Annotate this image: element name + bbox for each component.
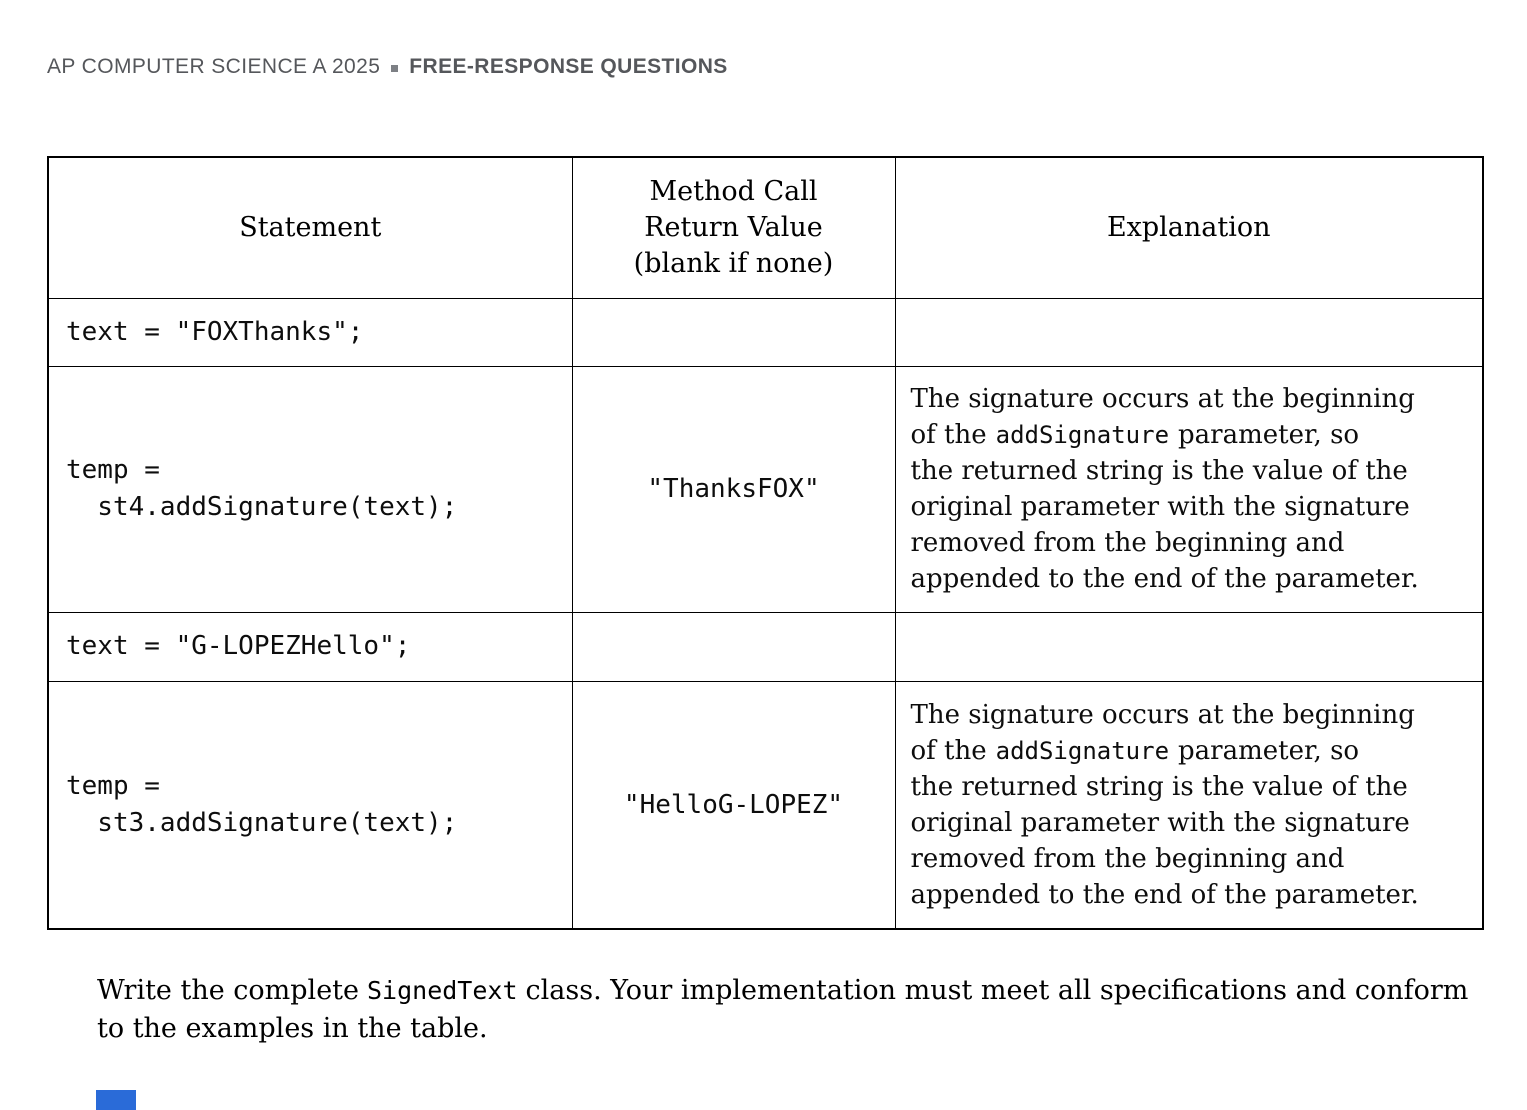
inline-code: addSignature	[995, 736, 1170, 765]
explanation-line: original parameter with the signature	[910, 492, 1410, 522]
explanation-line: the returned string is the value of the	[910, 771, 1408, 802]
column-header-statement-label: Statement	[239, 211, 382, 243]
statement-code: text = "FOXThanks";	[66, 316, 364, 347]
explanation-line: of the addSignature parameter, so	[911, 417, 1471, 453]
return-value-cell	[571, 611, 896, 682]
explanation-line: appended to the end of the parameter.	[910, 879, 1419, 910]
course-title: AP COMPUTER SCIENCE A 2025	[47, 55, 381, 78]
page-header: AP COMPUTER SCIENCE A 2025 FREE-RESPONSE…	[47, 55, 728, 79]
prompt-text: Write the complete	[97, 975, 359, 1006]
statement-cell: text = "G-LOPEZHello";	[47, 611, 573, 682]
explanation-line: removed from the beginning and	[910, 843, 1345, 874]
section-title: FREE-RESPONSE QUESTIONS	[409, 55, 728, 78]
return-value-cell	[571, 297, 896, 367]
column-header-explanation-label: Explanation	[1106, 211, 1271, 243]
explanation-line: The signature occurs at the beginning	[910, 384, 1415, 414]
column-header-return-value-line2: Return Value	[644, 211, 823, 243]
examples-table: Statement Method Call Return Value (blan…	[47, 156, 1484, 930]
table-row: text = "FOXThanks";	[47, 297, 1484, 367]
explanation-line: appended to the end of the parameter.	[910, 564, 1419, 594]
column-header-return-value: Method Call Return Value (blank if none)	[571, 156, 896, 299]
table-row: temp = st3.addSignature(text); "HelloG-L…	[47, 680, 1484, 930]
statement-code-line1: temp =	[66, 455, 160, 485]
statement-code: text = "G-LOPEZHello";	[66, 631, 411, 661]
explanation-line: original parameter with the signature	[910, 807, 1410, 838]
explanation-line: of the addSignature parameter, so	[911, 733, 1471, 769]
column-header-return-value-line3: (blank if none)	[633, 247, 834, 279]
statement-cell: temp = st3.addSignature(text);	[47, 680, 573, 930]
table-row: text = "G-LOPEZHello";	[47, 611, 1484, 682]
square-separator-icon	[391, 64, 399, 72]
explanation-text: of the	[910, 735, 987, 766]
column-header-explanation: Explanation	[894, 156, 1484, 299]
column-header-return-value-line1: Method Call	[649, 175, 818, 207]
explanation-cell	[894, 297, 1484, 367]
return-value-cell: "HelloG-LOPEZ"	[571, 680, 896, 930]
blue-marker	[96, 1090, 136, 1110]
table-row: temp = st4.addSignature(text); "ThanksFO…	[47, 365, 1484, 613]
explanation-line: The signature occurs at the beginning	[910, 699, 1415, 730]
column-header-statement: Statement	[47, 156, 573, 299]
explanation-text: of the	[910, 420, 987, 450]
statement-cell: text = "FOXThanks";	[47, 297, 573, 367]
statement-code-line1: temp =	[66, 770, 160, 801]
table-header-row: Statement Method Call Return Value (blan…	[47, 156, 1484, 299]
statement-code-line2: st3.addSignature(text);	[66, 807, 458, 838]
inline-code: addSignature	[995, 421, 1170, 449]
statement-cell: temp = st4.addSignature(text);	[47, 365, 573, 613]
prompt-text: class. Your implementation must meet all…	[97, 975, 1469, 1044]
explanation-text: parameter, so	[1178, 420, 1360, 450]
explanation-cell	[894, 611, 1484, 682]
return-value-cell: "ThanksFOX"	[571, 365, 896, 613]
inline-code: SignedText	[367, 976, 518, 1005]
explanation-line: the returned string is the value of the	[910, 456, 1408, 486]
explanation-line: removed from the beginning and	[910, 528, 1345, 558]
statement-code-line2: st4.addSignature(text);	[66, 492, 458, 522]
explanation-cell: The signature occurs at the beginning of…	[894, 365, 1484, 613]
explanation-text: parameter, so	[1178, 735, 1360, 766]
explanation-cell: The signature occurs at the beginning of…	[894, 680, 1484, 930]
